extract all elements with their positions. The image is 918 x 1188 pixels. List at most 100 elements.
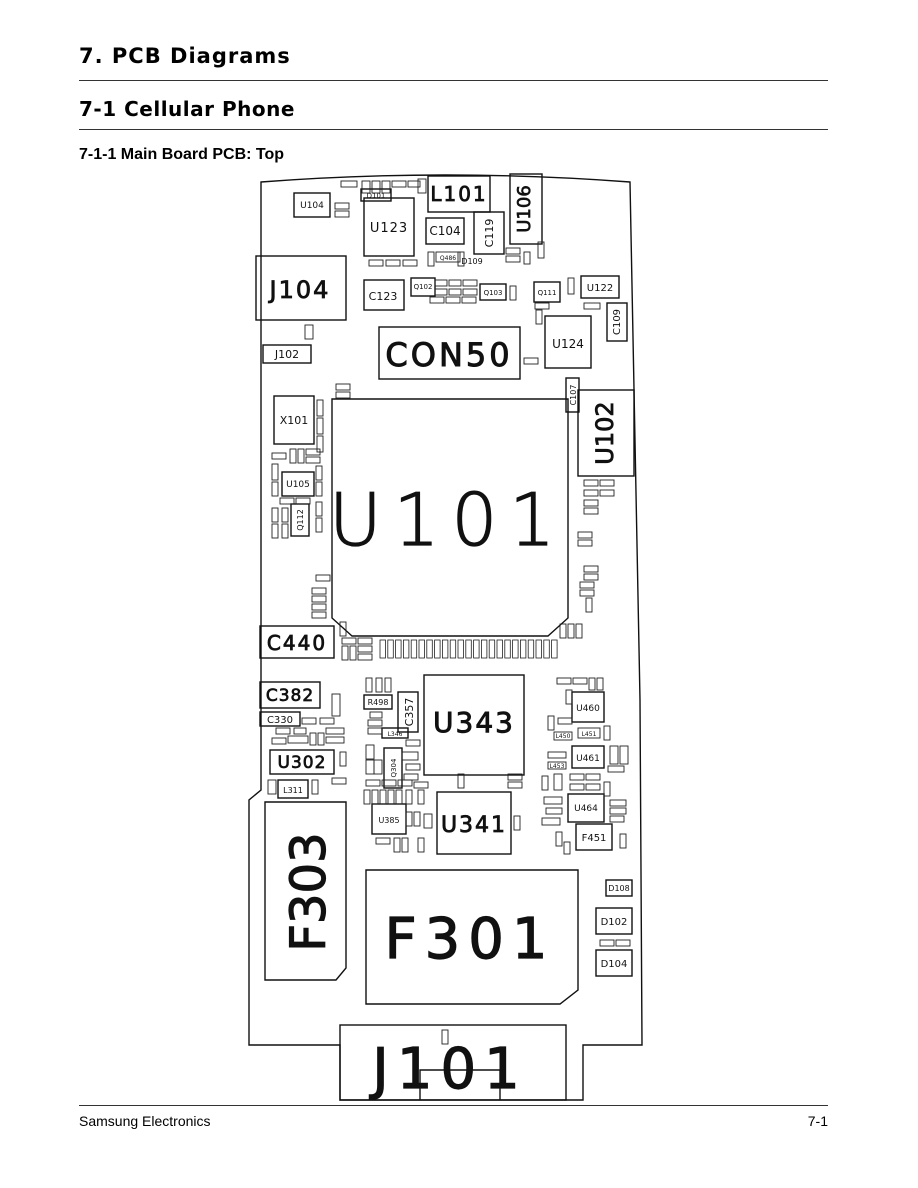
label-u460: U460	[576, 704, 600, 714]
u106-box	[509, 173, 543, 245]
c119-box	[473, 211, 505, 255]
c107-box	[565, 377, 580, 413]
c330-box	[259, 711, 301, 727]
label-q102: Q102	[414, 283, 433, 291]
label-q304: Q304	[390, 758, 398, 777]
label-d101: D101	[367, 192, 386, 200]
smd-part	[504, 639, 511, 659]
chapter-rule	[79, 80, 828, 81]
smd-part	[434, 639, 441, 659]
label-c119: C119	[483, 219, 496, 248]
label-j104: J104	[268, 276, 331, 304]
u104-box	[293, 192, 331, 218]
label-l450: L450	[556, 733, 571, 740]
chapter-title: 7. PCB Diagrams	[79, 44, 291, 68]
label-u341: U341	[441, 813, 507, 838]
label-u122: U122	[587, 283, 613, 294]
smd-part	[465, 639, 472, 659]
f451-box	[575, 823, 613, 851]
u302-box	[269, 749, 335, 775]
smd-part	[418, 639, 425, 659]
u122-box	[580, 275, 620, 299]
q103-box	[479, 283, 507, 301]
smd-part	[520, 639, 527, 659]
section-rule	[79, 129, 828, 130]
label-u105: U105	[286, 480, 310, 490]
label-j102: J102	[274, 348, 299, 361]
j102-box	[262, 344, 312, 364]
smd-part	[410, 639, 418, 659]
label-u123: U123	[370, 221, 408, 236]
footer-rule	[79, 1105, 828, 1106]
label-c123: C123	[369, 290, 398, 303]
smd-part	[480, 639, 488, 659]
label-r498: R498	[368, 698, 389, 707]
u123-box	[363, 197, 415, 257]
u101-box	[331, 398, 569, 637]
label-l453: L453	[550, 763, 565, 770]
label-q112: Q112	[296, 509, 305, 531]
label-q111: Q111	[538, 289, 557, 297]
label-d108: D108	[608, 884, 629, 893]
section-title: 7-1 Cellular Phone	[79, 97, 295, 121]
label-u302: U302	[278, 753, 327, 773]
smd-part	[441, 639, 449, 659]
label-q103: Q103	[484, 289, 503, 297]
c109-box	[606, 302, 628, 342]
label-u464: U464	[574, 804, 598, 814]
label-u461: U461	[576, 754, 600, 764]
smd-part	[535, 639, 542, 659]
smd-part	[488, 639, 496, 659]
label-u104: U104	[300, 201, 324, 211]
smd-part	[379, 639, 386, 659]
u460-box	[571, 691, 605, 723]
smd-part	[402, 639, 410, 659]
smd-part	[473, 639, 480, 659]
label-u385: U385	[378, 816, 399, 825]
smd-part	[426, 639, 433, 659]
u341-box	[436, 791, 512, 855]
label-c440: C440	[267, 631, 327, 655]
con50-box	[378, 326, 521, 380]
label-x101: X101	[280, 414, 309, 427]
label-d104: D104	[601, 959, 628, 970]
d108-box	[605, 879, 633, 897]
label-u102: U102	[591, 401, 619, 464]
u105-box	[281, 471, 315, 497]
smd-part	[387, 639, 394, 659]
label-c107: C107	[569, 385, 578, 406]
label-l451: L451	[582, 731, 597, 738]
label-u106: U106	[514, 185, 535, 233]
q111-box	[533, 281, 561, 303]
footer-company: Samsung Electronics	[79, 1113, 211, 1129]
j101-slot	[419, 1069, 501, 1100]
f303-box	[264, 801, 347, 981]
label-c109: C109	[612, 309, 623, 335]
label-q486: Q486	[440, 255, 456, 262]
u461-box	[571, 745, 605, 769]
label-c330: C330	[267, 715, 293, 726]
label-l101: L101	[430, 182, 487, 206]
l101-box	[427, 175, 491, 213]
c123-box	[363, 279, 405, 311]
label-c104: C104	[429, 224, 460, 238]
subsection-title: 7-1-1 Main Board PCB: Top	[79, 146, 285, 163]
smd-part	[457, 639, 464, 659]
label-con50: CON50	[385, 336, 512, 374]
j101-box	[339, 1024, 567, 1101]
label-f451: F451	[582, 833, 607, 844]
label-j101: J101	[369, 1037, 527, 1102]
c440-box	[259, 625, 335, 659]
l311-box	[277, 779, 309, 799]
c382-box	[259, 681, 321, 709]
d102-box	[595, 907, 633, 935]
smd-part	[449, 639, 457, 659]
label-l346: L346	[388, 731, 403, 738]
label-u343: U343	[433, 706, 515, 739]
u343-box	[423, 674, 525, 776]
label-u124: U124	[552, 337, 584, 351]
d104-box	[595, 949, 633, 977]
u464-box	[567, 793, 605, 823]
label-c357: C357	[403, 698, 416, 727]
